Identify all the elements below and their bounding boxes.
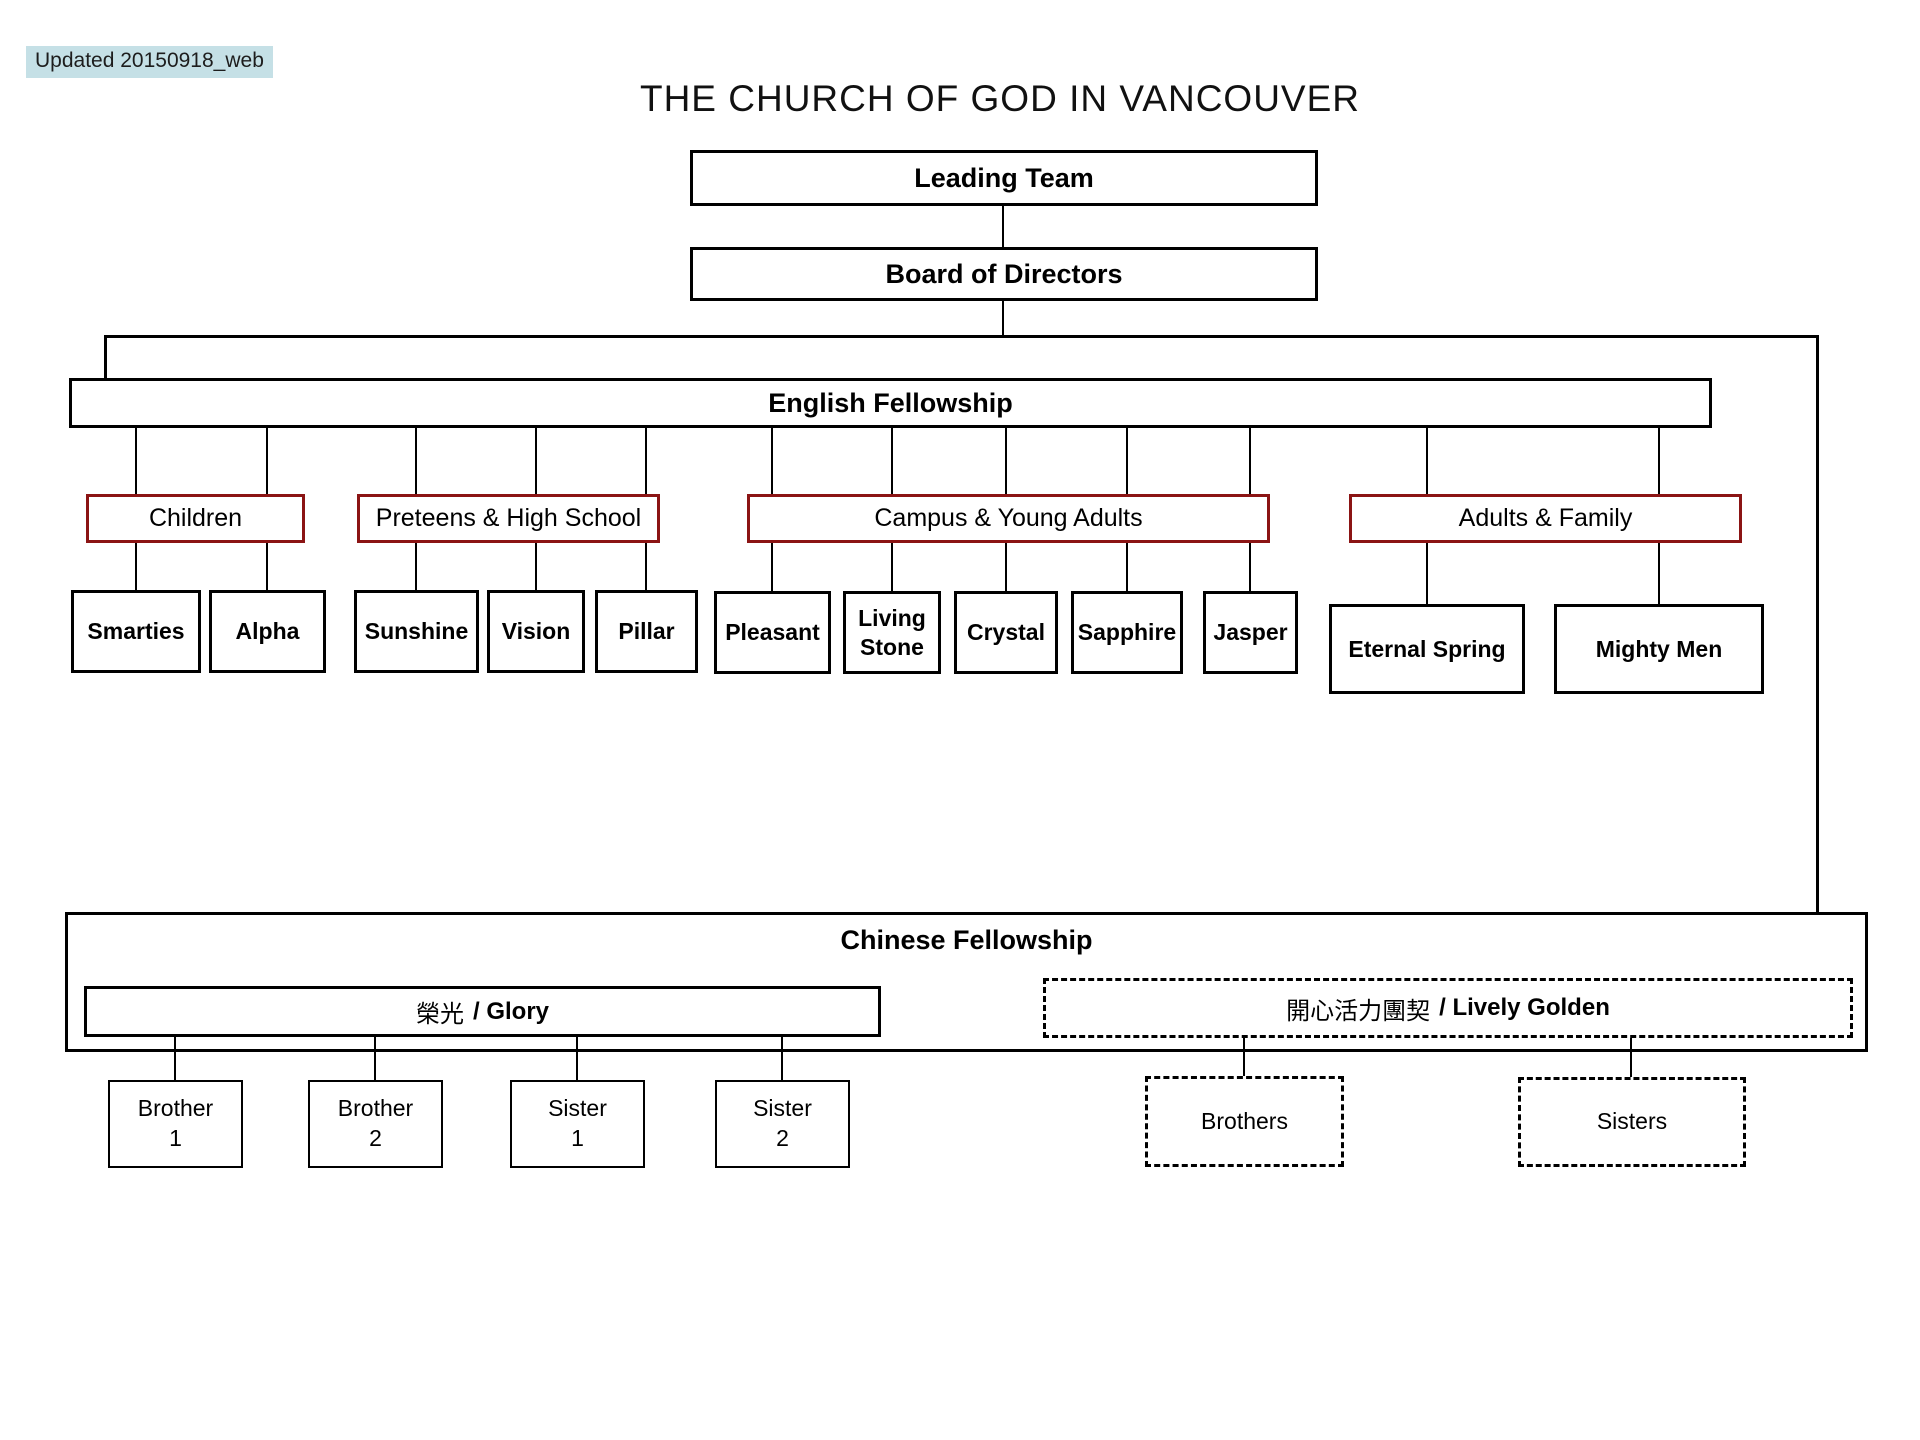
member-label: 2 <box>369 1125 382 1151</box>
box-member-brothers: Brothers <box>1145 1076 1344 1167</box>
box-category-adults-family: Adults & Family <box>1349 494 1742 543</box>
glory-label-english: / Glory <box>472 997 550 1025</box>
box-group-crystal: Crystal <box>954 591 1058 674</box>
connector-line <box>1002 301 1004 335</box>
box-group-alpha: Alpha <box>209 590 326 673</box>
box-member-brother-1: Brother 1 <box>108 1080 243 1168</box>
box-group-sapphire: Sapphire <box>1071 591 1183 674</box>
box-group-eternal-spring: Eternal Spring <box>1329 604 1525 694</box>
member-label: Sister <box>753 1095 812 1122</box>
box-member-brother-2: Brother 2 <box>308 1080 443 1168</box>
connector-line <box>1243 1036 1245 1078</box>
connector-line <box>104 335 107 380</box>
box-member-sister-2: Sister 2 <box>715 1080 850 1168</box>
member-label: 1 <box>571 1125 584 1151</box>
updated-label: Updated 20150918_web <box>26 46 273 78</box>
page-title: THE CHURCH OF GOD IN VANCOUVER <box>639 78 1360 119</box>
connector-line <box>576 1034 578 1082</box>
box-group-sunshine: Sunshine <box>354 590 479 673</box>
box-english-fellowship: English Fellowship <box>69 378 1712 428</box>
box-category-campus-young-adults: Campus & Young Adults <box>747 494 1270 543</box>
box-member-sister-1: Sister 1 <box>510 1080 645 1168</box>
box-group-pillar: Pillar <box>595 590 698 673</box>
connector-line <box>781 1034 783 1082</box>
box-category-children: Children <box>86 494 305 543</box>
box-group-mighty-men: Mighty Men <box>1554 604 1764 694</box>
connector-line <box>374 1034 376 1082</box>
lively-golden-label-english: / Lively Golden <box>1439 994 1610 1021</box>
lively-golden-label-chinese: 開心活力團契 <box>1286 997 1431 1025</box>
box-group-pleasant: Pleasant <box>714 591 831 674</box>
connector-line <box>1816 335 1819 912</box>
member-label: 2 <box>776 1125 789 1151</box>
box-member-sisters: Sisters <box>1518 1077 1746 1167</box>
connector-line <box>1002 206 1004 247</box>
member-label: Brother <box>337 1095 414 1122</box>
chinese-fellowship-label: Chinese Fellowship <box>840 925 1093 955</box>
box-group-living-stone: Living Stone <box>843 591 941 674</box>
box-category-preteens-high-school: Preteens & High School <box>357 494 660 543</box>
box-leading-team: Leading Team <box>690 150 1318 206</box>
box-group-vision: Vision <box>487 590 585 673</box>
box-board-of-directors: Board of Directors <box>690 247 1318 301</box>
connector-line <box>104 335 1819 338</box>
box-group-smarties: Smarties <box>71 590 201 673</box>
member-label: 1 <box>169 1125 182 1151</box>
glory-label-chinese: 榮光 <box>415 1001 464 1028</box>
box-lively-golden-group: 開心活力團契 / Lively Golden <box>1043 978 1853 1038</box>
connector-line <box>1630 1036 1632 1079</box>
box-group-jasper: Jasper <box>1203 591 1298 674</box>
member-label: Sister <box>548 1095 607 1122</box>
box-glory-group: 榮光 / Glory <box>84 986 881 1037</box>
member-label: Brother <box>137 1095 214 1122</box>
connector-line <box>174 1034 176 1082</box>
